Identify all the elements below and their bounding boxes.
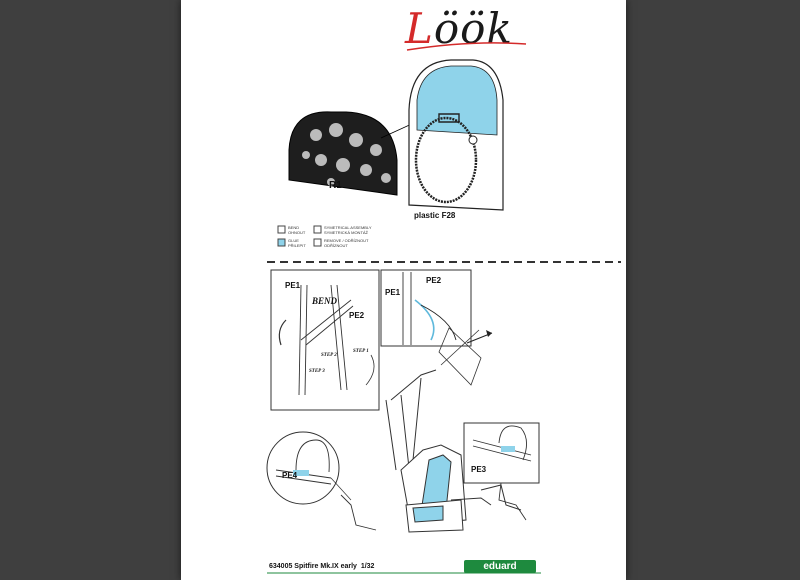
r1-instrument-panel (288, 111, 398, 196)
pe3-label: PE3 (471, 465, 487, 474)
pilot-seat-drawing (385, 327, 522, 533)
pe4-buckle-drawing (340, 494, 377, 531)
legend-bend-icon (277, 225, 286, 234)
pe4-detail-circle (266, 431, 340, 505)
eduard-logo: eduard (464, 560, 536, 573)
instruction-sheet: Löök (181, 0, 626, 580)
pe4-glue-mark (293, 470, 309, 476)
bend-label: BEND (312, 296, 338, 306)
pe3-glue-mark (501, 446, 515, 452)
pe2-label-step2: PE2 (426, 276, 442, 285)
detail-box-step1 (270, 269, 380, 411)
pe1-label-step1: PE1 (285, 281, 301, 290)
plastic-f28-panel (408, 59, 504, 211)
legend-remove-icon (313, 238, 322, 247)
pe4-leader-line (330, 477, 352, 501)
assembly-drawing (266, 42, 621, 574)
logo-swoosh (406, 42, 527, 51)
step2-label: STEP 2 (321, 353, 337, 358)
pe3-buckle-drawing (498, 482, 527, 521)
r1-label: R1 (329, 180, 342, 191)
legend-symmetrical-icon (313, 225, 322, 234)
pe4-label: PE4 (282, 471, 298, 480)
harness-straps-drawing (278, 284, 375, 396)
pe2-label-step1: PE2 (349, 311, 365, 320)
footer-title: 634005 Spitfire Mk.IX early 1/32 (269, 563, 375, 570)
arrow-head (486, 330, 492, 337)
pe1-label-step2: PE1 (385, 288, 401, 297)
seat-frame-drawing (402, 272, 457, 345)
step3-label: STEP 3 (309, 369, 325, 374)
plastic-f28-label: plastic F28 (414, 211, 456, 220)
legend-glue-icon (277, 238, 286, 247)
step1-label: STEP 1 (353, 349, 369, 354)
